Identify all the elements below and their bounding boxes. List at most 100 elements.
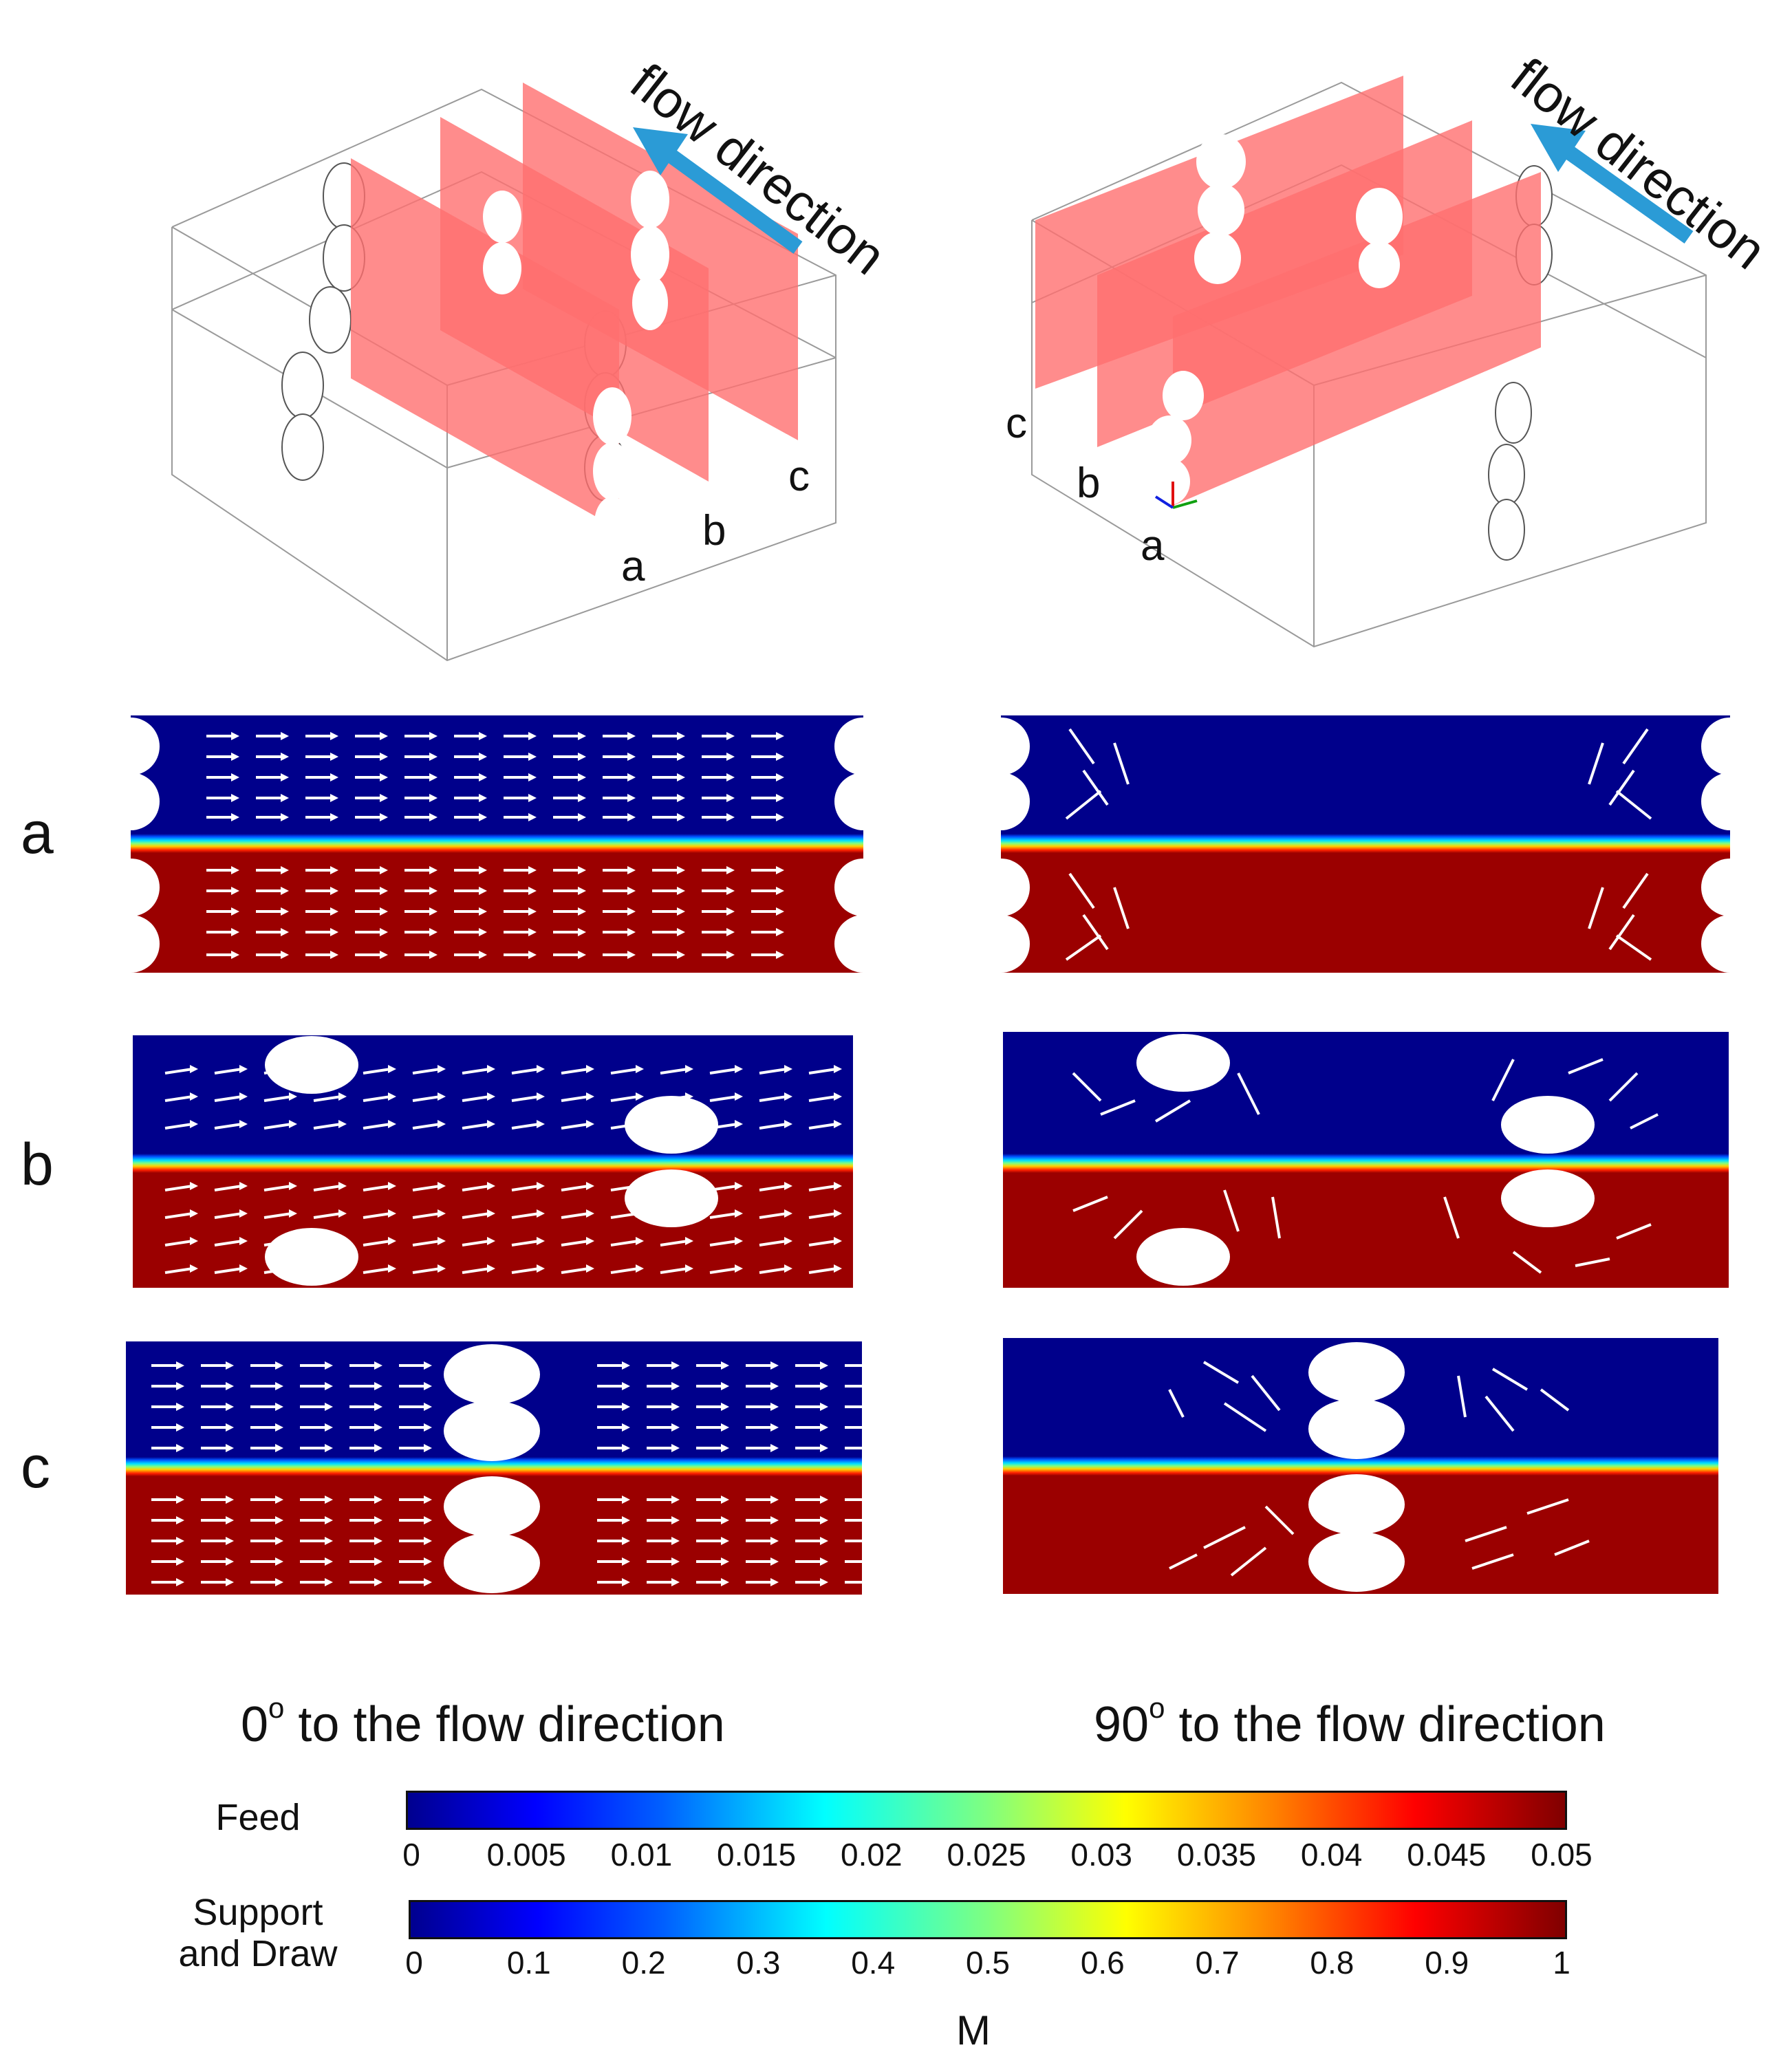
velocity-vector	[709, 1068, 738, 1075]
velocity-vector-head	[726, 753, 735, 761]
velocity-vectors	[151, 1361, 878, 1586]
velocity-vector	[263, 1068, 292, 1075]
velocity-vector-head	[685, 1182, 693, 1190]
velocity-vector-head	[636, 1237, 644, 1245]
velocity-vector	[759, 1240, 788, 1247]
velocity-vector	[511, 1185, 540, 1191]
field-c-0deg	[126, 1341, 878, 1595]
velocity-vector-head	[176, 1516, 184, 1524]
velocity-vector-head	[726, 813, 735, 821]
velocity-vector-head	[622, 1578, 630, 1586]
velocity-vector-head	[231, 866, 239, 874]
velocity-vector	[164, 1068, 193, 1075]
velocity-vector-head	[627, 887, 636, 895]
velocity-vector-head	[479, 866, 487, 874]
velocity-vector-head	[190, 1092, 198, 1101]
velocity-vector-head	[677, 794, 685, 802]
support-tick-4: 0.4	[851, 1945, 896, 1981]
velocity-vector	[313, 1267, 342, 1274]
velocity-vector-head	[578, 866, 586, 874]
velocity-vector	[808, 1212, 837, 1219]
velocity-vector-head	[784, 1182, 792, 1190]
field-a-0deg	[102, 715, 892, 973]
velocity-vector-head	[380, 907, 388, 916]
velocity-vector-head	[239, 1264, 248, 1273]
velocity-vector-head	[776, 887, 784, 895]
velocity-vector-head	[677, 753, 685, 761]
velocity-vector-head	[429, 732, 438, 740]
velocity-vector-head	[281, 887, 289, 895]
velocity-vector	[412, 1068, 441, 1075]
velocity-vector-head	[325, 1516, 333, 1524]
velocity-vector-head	[289, 1092, 297, 1101]
row-label-c: c	[21, 1434, 50, 1500]
velocity-vector-head	[622, 1403, 630, 1411]
velocity-vector	[759, 1267, 788, 1274]
velocity-vector	[660, 1095, 689, 1102]
velocity-vector-head	[429, 813, 438, 821]
velocity-vector-head	[537, 1065, 545, 1073]
velocity-vector-head	[487, 1092, 495, 1101]
velocity-vector-head	[239, 1237, 248, 1245]
feed-tick-2: 0.01	[610, 1837, 673, 1873]
velocity-vector	[412, 1123, 441, 1130]
velocity-vector-head	[677, 887, 685, 895]
velocity-vector-head	[671, 1557, 680, 1566]
velocity-vector-head	[834, 1065, 842, 1073]
velocity-vector-head	[231, 928, 239, 936]
velocity-vector	[462, 1123, 490, 1130]
velocity-vector-head	[325, 1423, 333, 1432]
velocity-vector-head	[275, 1361, 283, 1370]
velocity-vector-head	[820, 1496, 828, 1504]
velocity-vector-head	[275, 1496, 283, 1504]
feed-tick-10: 0.05	[1531, 1837, 1593, 1873]
velocity-vector-head	[380, 928, 388, 936]
velocity-vector-head	[685, 1120, 693, 1128]
velocity-vector-head	[176, 1557, 184, 1566]
velocity-vector	[709, 1240, 738, 1247]
velocity-vector-head	[776, 813, 784, 821]
velocity-vector	[164, 1240, 193, 1247]
velocity-vector-head	[487, 1182, 495, 1190]
velocity-vector-head	[289, 1209, 297, 1218]
velocity-vector-head	[330, 907, 338, 916]
velocity-vector-head	[776, 753, 784, 761]
velocity-vector-head	[190, 1209, 198, 1218]
velocity-vector-head	[770, 1537, 779, 1545]
velocity-vector-head	[231, 732, 239, 740]
velocity-vector-head	[528, 813, 537, 821]
velocity-vector-head	[834, 1209, 842, 1218]
velocity-vector-head	[735, 1120, 743, 1128]
velocity-vector-head	[380, 866, 388, 874]
velocity-vector-head	[770, 1382, 779, 1390]
velocity-vector-head	[226, 1361, 234, 1370]
feed-tick-3: 0.015	[717, 1837, 797, 1873]
velocity-vector-head	[627, 813, 636, 821]
velocity-vector	[660, 1267, 689, 1274]
velocity-vector	[313, 1240, 342, 1247]
velocity-vector-head	[330, 928, 338, 936]
velocity-vector-head	[770, 1361, 779, 1370]
velocity-vector-head	[735, 1237, 743, 1245]
velocity-vector	[164, 1095, 193, 1102]
velocity-vector-head	[820, 1444, 828, 1452]
velocity-vector-head	[622, 1423, 630, 1432]
velocity-vector-head	[176, 1423, 184, 1432]
velocity-vector-head	[586, 1237, 594, 1245]
velocity-vector-head	[528, 887, 537, 895]
velocity-vector	[759, 1095, 788, 1102]
velocity-vector-head	[190, 1264, 198, 1273]
velocity-vector-head	[820, 1557, 828, 1566]
velocity-vector-head	[586, 1092, 594, 1101]
velocity-vector	[660, 1123, 689, 1130]
velocity-vector	[214, 1267, 243, 1274]
velocity-vector-head	[338, 1264, 347, 1273]
velocity-vector-head	[239, 1120, 248, 1128]
support-label-line1: Support	[193, 1892, 323, 1933]
feed-tick-7: 0.035	[1176, 1837, 1256, 1873]
velocity-vector	[363, 1123, 391, 1130]
velocity-vector	[511, 1123, 540, 1130]
velocity-vector-head	[586, 1120, 594, 1128]
feed-tick-1: 0.005	[486, 1837, 566, 1873]
velocity-vector-head	[330, 794, 338, 802]
